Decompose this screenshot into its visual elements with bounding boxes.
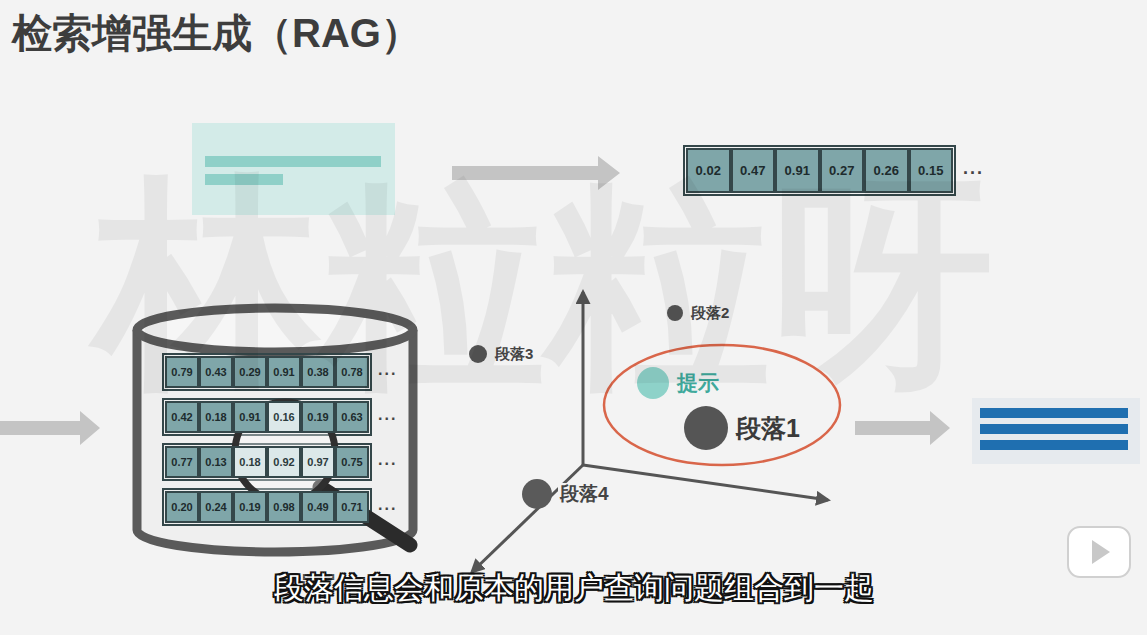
document-line bbox=[205, 174, 283, 185]
vector-cell: 0.15 bbox=[909, 148, 954, 193]
document-box bbox=[192, 123, 395, 215]
point-dot bbox=[684, 406, 728, 450]
table-cell: 0.19 bbox=[301, 401, 335, 433]
vector-cell: 0.47 bbox=[731, 148, 776, 193]
point-label: 段落1 bbox=[734, 413, 802, 443]
ellipsis: ... bbox=[378, 496, 397, 514]
table-cell: 0.78 bbox=[335, 356, 369, 388]
output-line bbox=[980, 408, 1128, 418]
vector-point: 段落2 bbox=[667, 304, 731, 322]
point-label: 段落2 bbox=[689, 304, 731, 322]
output-box bbox=[972, 398, 1140, 464]
point-label: 提示 bbox=[675, 370, 721, 395]
vector-point: 段落1 bbox=[684, 406, 802, 450]
vector-point: 段落4 bbox=[522, 479, 611, 509]
point-dot-circle bbox=[469, 345, 487, 363]
ellipsis: ... bbox=[378, 406, 397, 424]
point-dot bbox=[637, 367, 669, 399]
table-cell: 0.49 bbox=[301, 491, 335, 523]
row-frame bbox=[163, 399, 371, 435]
point-dot-circle bbox=[637, 367, 669, 399]
vector-cell: 0.02 bbox=[686, 148, 731, 193]
point-dot-circle bbox=[684, 406, 728, 450]
table-cell: 0.20 bbox=[165, 491, 199, 523]
table-cell: 0.97 bbox=[301, 446, 335, 478]
document-line bbox=[205, 156, 381, 167]
axis bbox=[583, 465, 828, 500]
axis bbox=[582, 292, 585, 465]
vector-point: 提示 bbox=[637, 367, 721, 399]
point-dot bbox=[522, 479, 552, 509]
table-cell: 0.98 bbox=[267, 491, 301, 523]
table-cell: 0.92 bbox=[267, 446, 301, 478]
output-line bbox=[980, 440, 1128, 450]
player-icon bbox=[1068, 527, 1130, 577]
table-cell: 0.24 bbox=[199, 491, 233, 523]
point-label: 段落4 bbox=[558, 483, 611, 506]
flow-arrow bbox=[855, 411, 950, 445]
point-dot bbox=[667, 305, 683, 321]
table-cell: 0.19 bbox=[233, 491, 267, 523]
vector-cell: 0.91 bbox=[775, 148, 820, 193]
highlight-ellipse bbox=[604, 345, 840, 465]
row-frame bbox=[163, 354, 371, 390]
ellipsis: ... bbox=[378, 451, 397, 469]
table-cell: 0.13 bbox=[199, 446, 233, 478]
table-cell: 0.75 bbox=[335, 446, 369, 478]
table-cell: 0.18 bbox=[199, 401, 233, 433]
vector-point: 段落3 bbox=[469, 345, 535, 363]
vector-cell: 0.26 bbox=[864, 148, 909, 193]
output-line bbox=[980, 424, 1128, 434]
point-dot-circle bbox=[667, 305, 683, 321]
flow-arrow bbox=[0, 411, 100, 445]
table-cell: 0.91 bbox=[267, 356, 301, 388]
point-label: 段落3 bbox=[493, 345, 535, 363]
caption: 段落信息会和原本的用户查询问题组合到一起 bbox=[0, 568, 1147, 609]
table-cell: 0.42 bbox=[165, 401, 199, 433]
flow-arrow bbox=[452, 156, 620, 190]
point-dot bbox=[469, 345, 487, 363]
ellipsis: ... bbox=[963, 158, 984, 179]
table-cell: 0.91 bbox=[233, 401, 267, 433]
database-body bbox=[137, 330, 413, 552]
table-cell: 0.71 bbox=[335, 491, 369, 523]
title: 检索增强生成（RAG） bbox=[12, 6, 421, 61]
table-cell: 0.16 bbox=[267, 401, 301, 433]
row-frame bbox=[163, 444, 371, 480]
table-cell: 0.29 bbox=[233, 356, 267, 388]
vector-cell: 0.27 bbox=[820, 148, 865, 193]
table-cell: 0.63 bbox=[335, 401, 369, 433]
vector-frame bbox=[684, 146, 955, 195]
database-top bbox=[137, 308, 413, 352]
player-icon-play bbox=[1092, 540, 1110, 564]
table-cell: 0.43 bbox=[199, 356, 233, 388]
row-frame bbox=[163, 489, 371, 525]
table-cell: 0.18 bbox=[233, 446, 267, 478]
point-dot-circle bbox=[522, 479, 552, 509]
table-cell: 0.79 bbox=[165, 356, 199, 388]
table-cell: 0.38 bbox=[301, 356, 335, 388]
table-cell: 0.77 bbox=[165, 446, 199, 478]
axis bbox=[472, 465, 583, 572]
ellipsis: ... bbox=[378, 361, 397, 379]
